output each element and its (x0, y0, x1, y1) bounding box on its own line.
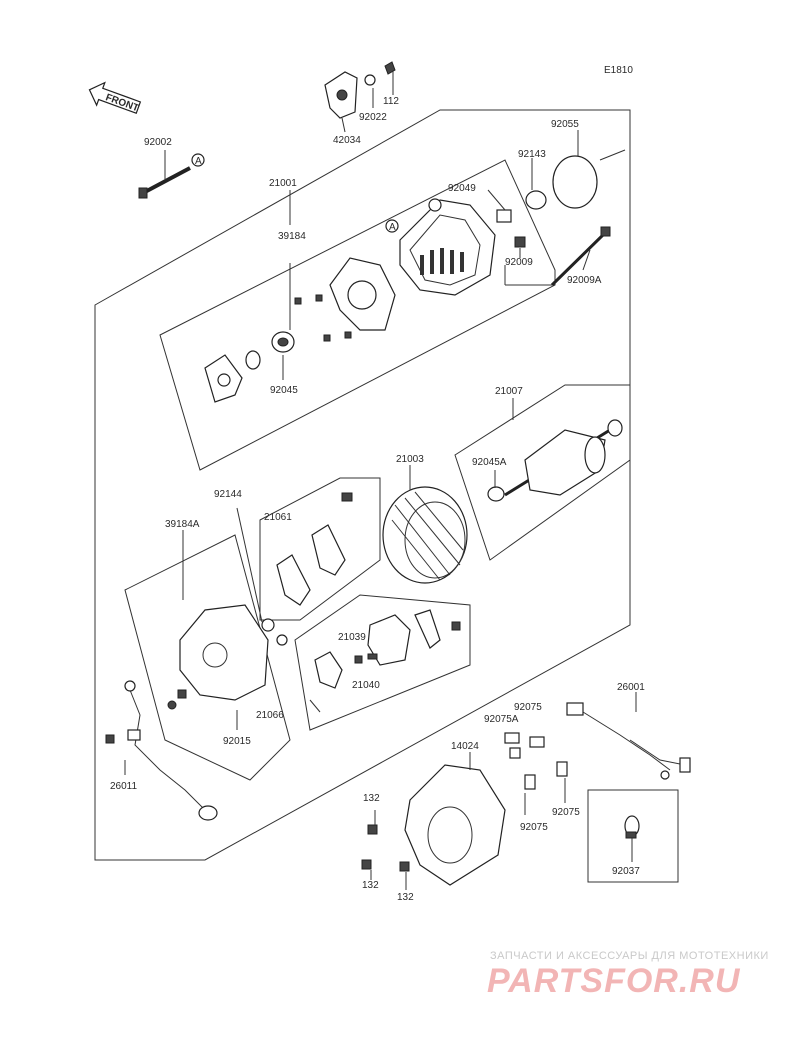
regulator-icon (314, 609, 461, 689)
part-label-21007: 21007 (495, 386, 523, 397)
part-label-92015: 92015 (223, 736, 251, 747)
rotor-icon (487, 419, 623, 502)
watermark-brand: PARTSFOR.RU (487, 962, 741, 1000)
part-label-42034: 42034 (333, 135, 361, 146)
diagram-code: E1810 (604, 65, 633, 76)
plug-box-outline (587, 789, 679, 883)
brush-icon (504, 732, 568, 790)
front-housing-icon (167, 604, 288, 710)
part-label-92045: 92045 (270, 385, 298, 396)
leader-lines (124, 70, 637, 890)
part-label-92143: 92143 (518, 149, 546, 160)
reference-a-marker (385, 219, 399, 233)
part-label-92075: 92075 (552, 807, 580, 818)
wire-harness-icon (566, 702, 691, 780)
front-arrow-icon: FRONT (88, 81, 142, 114)
part-label-21061: 21061 (264, 512, 292, 523)
part-label-21001: 21001 (269, 178, 297, 189)
part-label-112: 112 (383, 96, 399, 107)
bolt-icon (514, 236, 526, 248)
part-label-92009a: 92009A (567, 275, 602, 286)
rectifier-icon (276, 492, 353, 606)
reference-a-marker (191, 153, 205, 167)
part-label-132: 132 (363, 793, 380, 804)
o-ring-icon (552, 155, 598, 209)
bushing-icon (525, 190, 547, 210)
regulator-group-outline (294, 594, 471, 731)
part-label-39184: 39184 (278, 231, 306, 242)
part-label-14024: 14024 (451, 741, 479, 752)
long-bolt-icon (550, 231, 607, 287)
part-label-132: 132 (397, 892, 414, 903)
part-label-92037: 92037 (612, 866, 640, 877)
part-label-92075: 92075 (520, 822, 548, 833)
part-label-21039: 21039 (338, 632, 366, 643)
part-label-92075: 92075 (514, 702, 542, 713)
part-label-132: 132 (362, 880, 379, 891)
watermark-tagline: ЗАПЧАСТИ И АКСЕССУАРЫ ДЛЯ МОТОТЕХНИКИ (490, 950, 769, 962)
part-label-92144: 92144 (214, 489, 242, 500)
rectifier-group-outline (259, 477, 381, 621)
pulley-icon (324, 61, 396, 119)
part-label-92055: 92055 (551, 119, 579, 130)
part-label-92075a: 92075A (484, 714, 519, 725)
part-label-92049: 92049 (448, 183, 476, 194)
seal-icon (245, 350, 261, 370)
through-bolt-icon (138, 166, 191, 199)
part-label-21066: 21066 (256, 710, 284, 721)
lead-wire-icon (105, 680, 218, 821)
cover-icon (361, 764, 506, 886)
part-label-92022: 92022 (359, 112, 387, 123)
screw-icon (294, 294, 352, 342)
rear-housing-icon (399, 198, 496, 296)
part-label-92045a: 92045A (472, 457, 507, 468)
part-label-92009: 92009 (505, 257, 533, 268)
part-label-92002: 92002 (144, 137, 172, 148)
front-housing-group-outline (124, 534, 291, 781)
assembly-outline (94, 109, 631, 861)
part-label-39184a: 39184A (165, 519, 200, 530)
stator-icon (382, 486, 468, 584)
part-label-21040: 21040 (352, 680, 380, 691)
terminal-pin-icon (624, 815, 640, 839)
part-label-26001: 26001 (617, 682, 645, 693)
rotor-group-outline (454, 384, 631, 561)
part-label-26011: 26011 (110, 781, 138, 792)
reference-a-label: A (389, 222, 396, 233)
rear-housing-group-outline (159, 159, 556, 471)
reference-a-label: A (195, 156, 202, 167)
part-label-21003: 21003 (396, 454, 424, 465)
collar-icon (496, 209, 512, 223)
